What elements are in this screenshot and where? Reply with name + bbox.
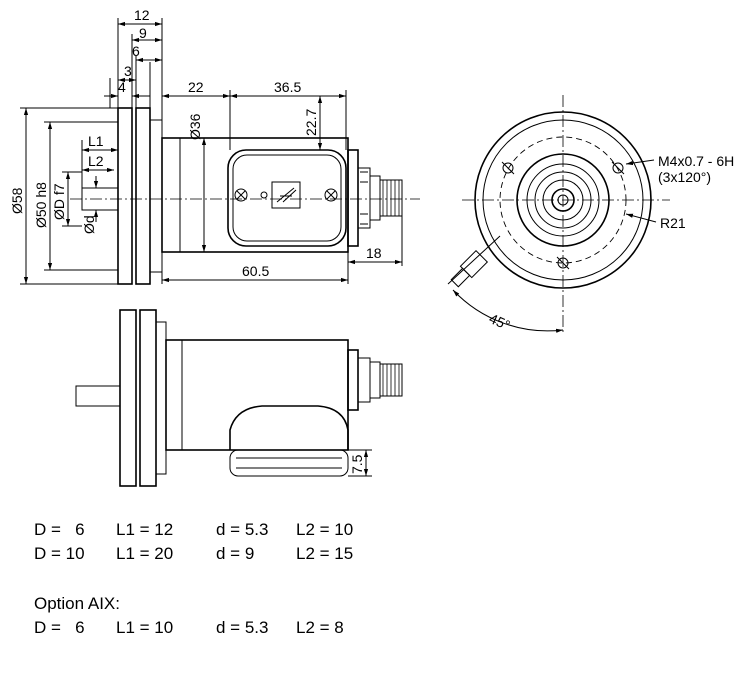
- logo-plate: [271, 181, 301, 209]
- angle-45: 45°: [487, 310, 513, 333]
- thread-label: M4x0.7 - 6H: [658, 153, 734, 169]
- flange-step: [149, 119, 163, 273]
- option-L1: L1 = 10: [116, 618, 174, 637]
- variant-d: d = 5.3: [216, 520, 269, 539]
- option-d: d = 5.3: [216, 618, 269, 637]
- dim-4: 4: [118, 79, 126, 95]
- variant-D: D = 6: [34, 520, 85, 539]
- variant-L1: L1 = 20: [116, 544, 174, 563]
- dim-dD: ØD f7: [51, 183, 67, 220]
- dim-22: 22: [188, 79, 204, 95]
- dim-7-5: 7.5: [349, 454, 365, 474]
- dim-36-5: 36.5: [274, 79, 301, 95]
- option-D: D = 6: [34, 618, 85, 637]
- dim-d: Ød: [81, 215, 97, 234]
- connector-cover: [227, 149, 347, 247]
- variant-L1: L1 = 12: [116, 520, 174, 539]
- variant-d: d = 9: [216, 544, 255, 563]
- thread-count: (3x120°): [658, 169, 711, 185]
- body-bottom: [165, 339, 349, 451]
- option-L2: L2 = 8: [296, 618, 344, 637]
- mount-hole: [557, 257, 569, 269]
- variant-L2: L2 = 15: [296, 544, 354, 563]
- front-flange: [474, 111, 652, 289]
- dim-d50: Ø50 h8: [33, 182, 49, 228]
- flange-front-bottom: [119, 309, 137, 487]
- connector-base: [347, 149, 359, 247]
- technical-drawing: 12 9 6 3 4 22 36.5 Ø36 22.7 60.5 18: [9, 7, 734, 487]
- flange-rear: [135, 107, 151, 285]
- variant-L2: L2 = 10: [296, 520, 354, 539]
- variant-table: D = 6 L1 = 12 d = 5.3 L2 = 10 D = 10 L1 …: [34, 518, 534, 640]
- screw-left: [234, 188, 248, 202]
- mount-hole: [612, 162, 624, 174]
- dim-d58: Ø58: [9, 187, 25, 214]
- dim-L2: L2: [88, 153, 104, 169]
- dim-9: 9: [139, 25, 147, 41]
- front-hub: [516, 153, 610, 247]
- dim-6: 6: [132, 43, 140, 59]
- shaft-bottom: [75, 385, 121, 407]
- variant-row-1: D = 6 L1 = 12 d = 5.3 L2 = 10: [34, 518, 534, 542]
- dim-18: 18: [366, 245, 382, 261]
- screw-right: [324, 188, 338, 202]
- radius-label: R21: [660, 215, 686, 231]
- dim-d36: Ø36: [187, 113, 203, 140]
- bottom-view: 7.5: [75, 309, 403, 487]
- dim-12: 12: [134, 7, 150, 23]
- dim-L1: L1: [88, 133, 104, 149]
- mount-hole: [502, 162, 514, 174]
- cover-bottom: [229, 405, 349, 450]
- flange-front: [117, 107, 133, 285]
- option-title: Option AIX:: [34, 594, 120, 613]
- dim-60-5: 60.5: [242, 263, 269, 279]
- dim-3: 3: [124, 63, 132, 79]
- bolt-circle: [499, 136, 627, 264]
- option-row: D = 6 L1 = 10 d = 5.3 L2 = 8: [34, 616, 534, 640]
- dim-22-7: 22.7: [303, 109, 319, 136]
- front-view: 45° M4x0.7 - 6H (3x120°) R21: [447, 95, 734, 335]
- variant-row-2: D = 10 L1 = 20 d = 9 L2 = 15: [34, 542, 534, 566]
- variant-D: D = 10: [34, 544, 85, 563]
- side-view: 12 9 6 3 4 22 36.5 Ø36 22.7 60.5 18: [9, 7, 420, 285]
- flange-rear-bottom: [139, 309, 157, 487]
